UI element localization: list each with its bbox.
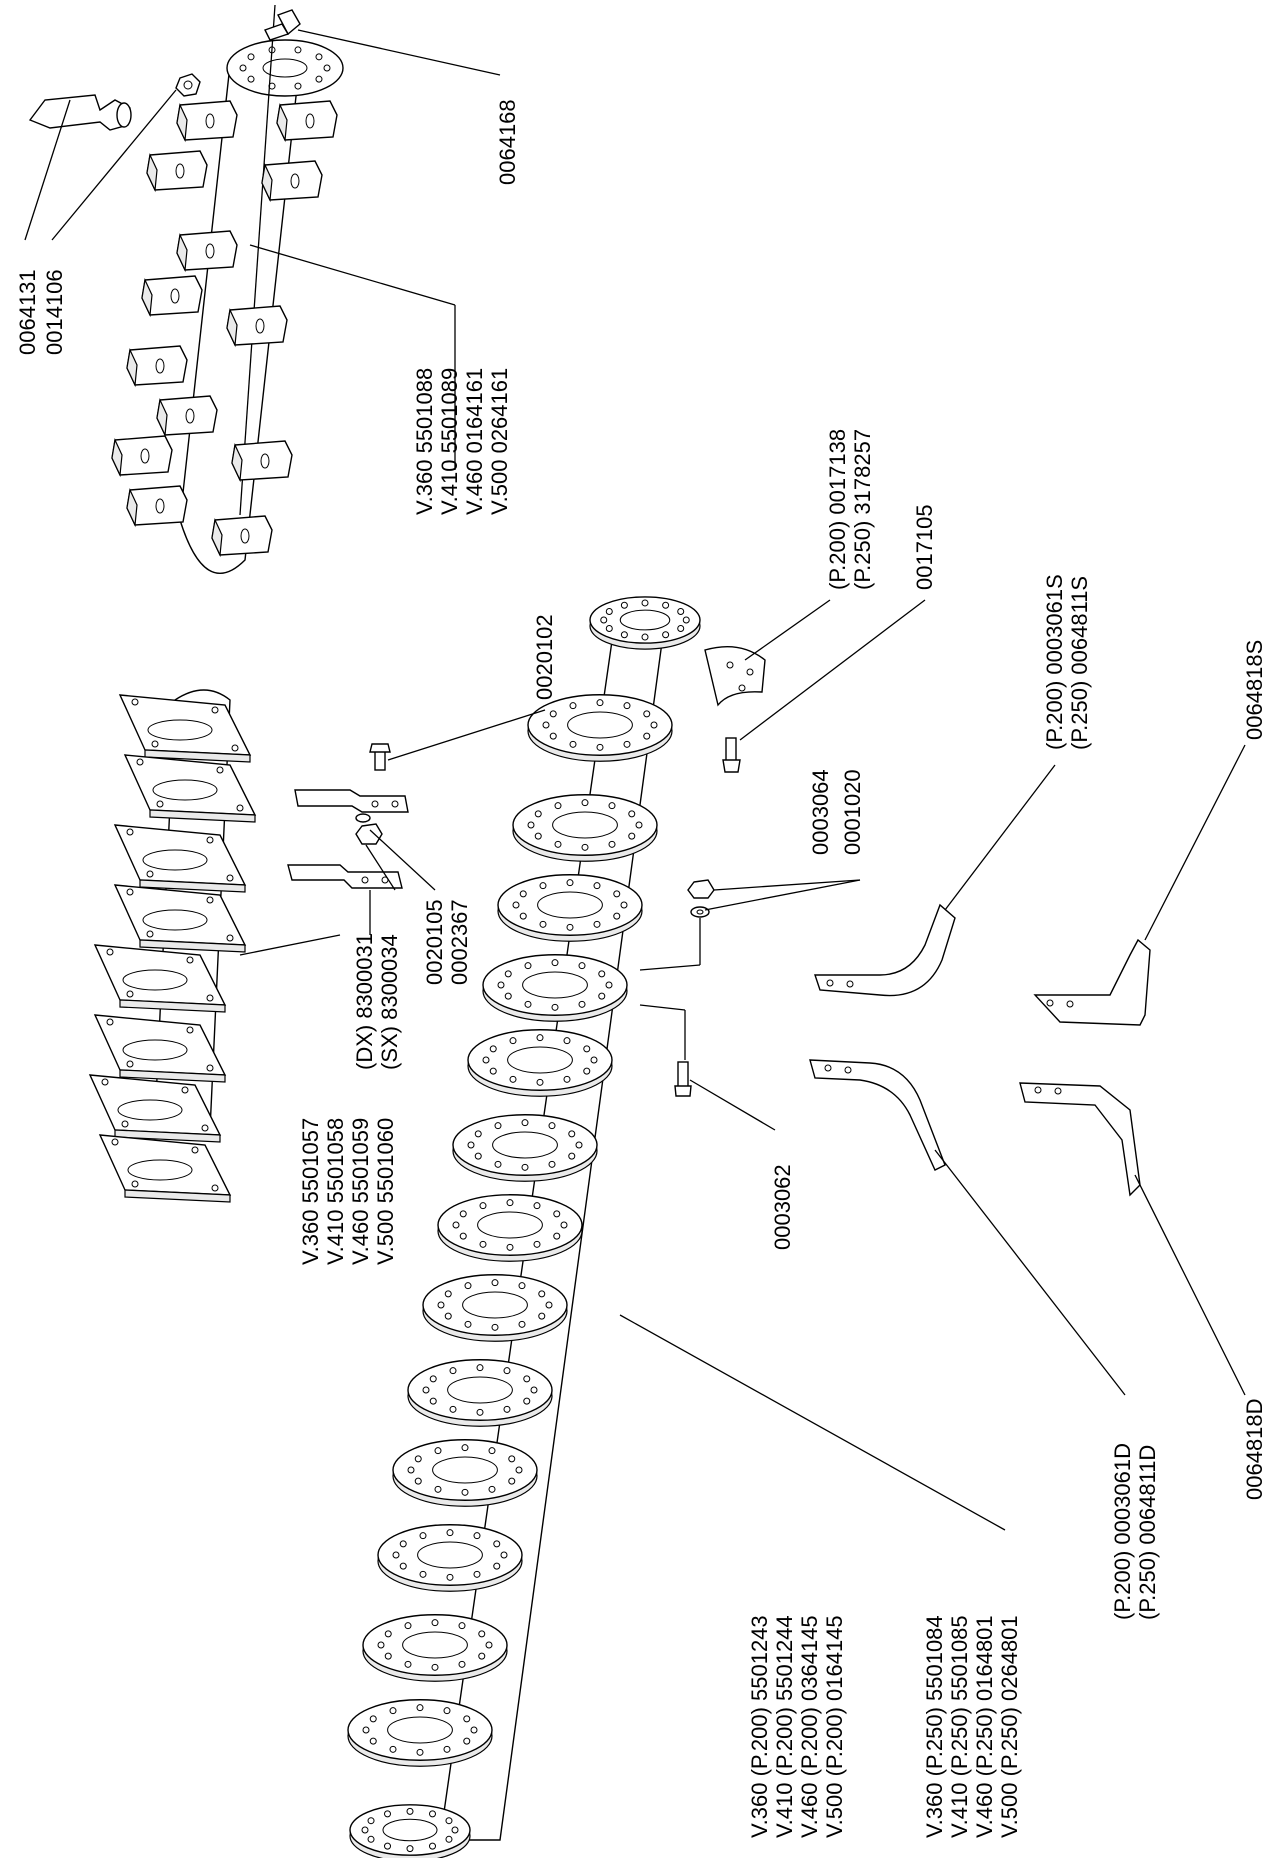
- label-rotor-square-code-1: V.360 5501057: [298, 1118, 323, 1265]
- label-0064818S: 0064818S: [1242, 640, 1267, 740]
- label-rotor-disc-p200-code-2: V.410 (P.200) 5501244: [772, 1615, 797, 1838]
- square-plate: [98, 1134, 232, 1203]
- rotor-bracket: [111, 435, 173, 478]
- rotor-bracket: [261, 160, 323, 203]
- rotor-bracket: [231, 440, 293, 483]
- rotor-bracket: [276, 100, 338, 143]
- rotor-disc: [527, 694, 673, 762]
- square-plate: [113, 824, 247, 893]
- label-flange-p250: (P.250) 3178257: [850, 429, 875, 590]
- bracket-sx-8300034: [287, 864, 403, 889]
- label-flange-p200: (P.200) 0017138: [825, 429, 850, 590]
- nut-0014106: [175, 73, 201, 97]
- square-plate: [113, 884, 247, 953]
- label-rotor-disc-p250-code-1: V.360 (P.250) 5501084: [922, 1615, 947, 1838]
- square-plate: [93, 1014, 227, 1083]
- label-rotor-disc-p200-code-4: V.500 (P.200) 0164145: [822, 1615, 847, 1838]
- label-rotor-top-code-3: V.460 0164161: [462, 368, 487, 515]
- label-blade-d-p250: (P.250) 0064811D: [1135, 1445, 1160, 1620]
- rotor-bracket: [226, 305, 288, 348]
- label-rotor-disc-p200-code-1: V.360 (P.200) 5501243: [747, 1615, 772, 1838]
- bracket-dx-8300031: [294, 789, 409, 813]
- label-rotor-square-code-3: V.460 5501059: [348, 1118, 373, 1265]
- rotor-disc: [512, 794, 658, 862]
- label-rotor-disc-p250-code-4: V.500 (P.250) 0264801: [997, 1615, 1022, 1838]
- label-bracket-dx: (DX) 8300031: [352, 933, 377, 1070]
- square-plate: [93, 944, 227, 1013]
- rotor-disc: [482, 954, 628, 1022]
- rotor-bracket: [176, 100, 238, 143]
- label-0014106: 0014106: [42, 269, 67, 355]
- square-plate: [88, 1074, 222, 1143]
- label-bracket-sx: (SX) 8300034: [377, 934, 402, 1070]
- rotor-bracket-type: [111, 4, 344, 574]
- label-rotor-disc-p200-code-3: V.460 (P.200) 0364145: [797, 1615, 822, 1838]
- rotor-bracket: [126, 345, 188, 388]
- label-0003062: 0003062: [770, 1164, 795, 1250]
- label-0017105: 0017105: [912, 504, 937, 590]
- rotor-disc: [437, 1194, 583, 1262]
- rotor-disc: [452, 1114, 598, 1182]
- labels: 0064168 0064131 0014106 V.360 5501088 V.…: [15, 99, 1267, 1838]
- label-0064818D: 0064818D: [1242, 1398, 1267, 1500]
- rotor-bracket: [156, 395, 218, 438]
- square-plate: [123, 754, 257, 823]
- rotor-disc: [407, 1359, 553, 1427]
- label-rotor-disc-p250-code-2: V.410 (P.250) 5501085: [947, 1615, 972, 1838]
- rotor-disc: [422, 1274, 568, 1342]
- rotor-bracket: [176, 230, 238, 273]
- rotor-disc: [497, 874, 643, 942]
- label-0064131: 0064131: [15, 269, 40, 355]
- label-blade-s-p200: (P.200) 0003061S: [1042, 574, 1067, 750]
- rotor-square-plate-type: [88, 689, 257, 1203]
- rotor-disc: [362, 1614, 508, 1682]
- blade-0003061S: [814, 903, 956, 997]
- bolt-0003062: [674, 1061, 692, 1097]
- label-rotor-top-code-1: V.360 5501088: [412, 368, 437, 515]
- blade-0064818D: [1019, 1082, 1141, 1197]
- label-0064168: 0064168: [495, 99, 520, 185]
- nut-0003064: [687, 879, 715, 899]
- rotor-bracket: [211, 515, 273, 558]
- rotor-bracket: [141, 275, 203, 318]
- rotor-disc: [392, 1439, 538, 1507]
- label-0001020: 0001020: [840, 769, 865, 855]
- rotor-disc-type: [347, 596, 701, 1858]
- rotor-disc: [377, 1524, 523, 1592]
- blade-0003061D: [809, 1059, 946, 1171]
- rotor-disc: [349, 1804, 471, 1858]
- label-rotor-disc-p250-code-3: V.460 (P.250) 0164801: [972, 1615, 997, 1838]
- label-rotor-top-code-2: V.410 5501089: [437, 368, 462, 515]
- nut-0020105: [355, 823, 383, 845]
- rotor-disc: [347, 1699, 493, 1767]
- rotor-bracket: [126, 485, 188, 528]
- washer-0002367: [355, 813, 371, 823]
- rotor-disc: [589, 596, 701, 650]
- label-blade-s-p250: (P.250) 0064811S: [1067, 576, 1092, 750]
- rotor-bracket: [146, 150, 208, 193]
- flange-segment-0017138: [704, 645, 766, 707]
- washer-0001020: [690, 906, 710, 918]
- bolt-0020102: [369, 743, 391, 771]
- bolt-0017105: [722, 737, 741, 773]
- drive-shaft-part-0064131: [28, 94, 132, 131]
- label-rotor-square-code-2: V.410 5501058: [323, 1118, 348, 1265]
- bolt-0064168: [264, 9, 301, 41]
- label-0003064: 0003064: [808, 769, 833, 855]
- label-blade-d-p200: (P.200) 0003061D: [1110, 1443, 1135, 1620]
- label-0020102: 0020102: [532, 614, 557, 700]
- rotor-disc: [467, 1029, 613, 1097]
- blade-0064818S: [1033, 938, 1151, 1026]
- label-0020105: 0020105: [422, 899, 447, 985]
- label-0002367: 0002367: [447, 899, 472, 985]
- label-rotor-square-code-4: V.500 5501060: [373, 1118, 398, 1265]
- leader-lines: [24, 29, 1246, 1531]
- label-rotor-top-code-4: V.500 0264161: [487, 368, 512, 515]
- square-plate: [118, 694, 252, 763]
